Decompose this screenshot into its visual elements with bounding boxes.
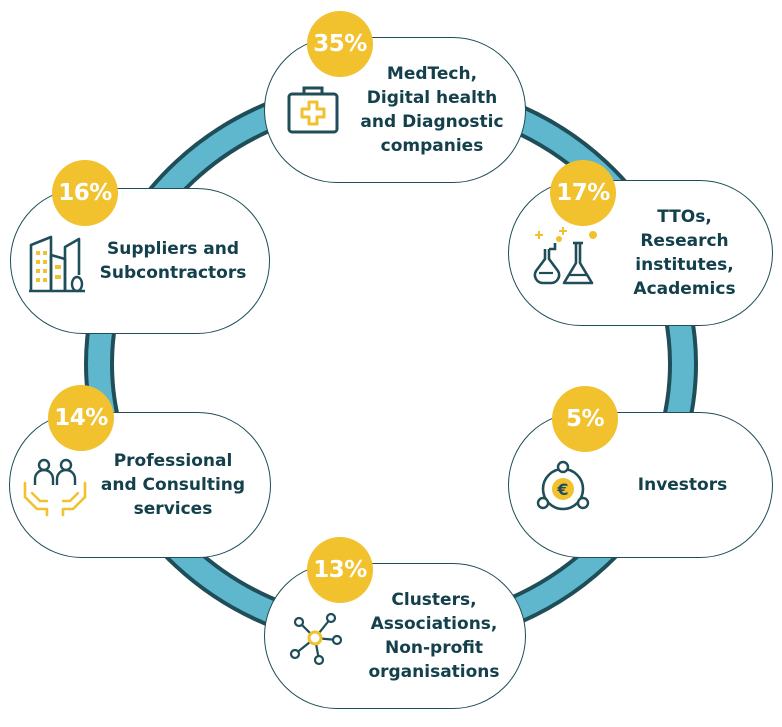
euro-network-icon: € <box>536 460 590 511</box>
people-hands-icon <box>23 458 87 517</box>
node-investors: € Investors <box>508 412 773 558</box>
percent-badge-professional: 14% <box>48 385 114 451</box>
node-label-investors: Investors <box>637 475 728 495</box>
node-label-medtech: MedTech, Digital health and Diagnostic c… <box>360 64 504 156</box>
percent-badge-ttos: 17% <box>550 160 616 226</box>
percent-badge-investors: 5% <box>552 386 618 452</box>
node-professional-services: Professional and Consulting services <box>9 412 271 558</box>
buildings-icon <box>29 235 85 293</box>
percent-badge-suppliers: 16% <box>52 160 118 226</box>
node-label-clusters: Clusters, Associations, Non-profit organ… <box>368 590 500 682</box>
percent-badge-clusters: 13% <box>307 537 373 603</box>
node-clusters: Clusters, Associations, Non-profit organ… <box>264 563 526 709</box>
lab-flasks-icon <box>533 227 597 285</box>
network-hub-icon <box>289 612 343 666</box>
node-label-suppliers: Suppliers and Subcontractors <box>99 239 247 283</box>
node-ttos-research: TTOs, Research institutes, Academics <box>508 180 773 326</box>
medical-kit-icon <box>287 86 339 134</box>
svg-text:€: € <box>556 480 568 499</box>
node-label-professional: Professional and Consulting services <box>100 451 246 519</box>
percent-badge-medtech: 35% <box>307 11 373 77</box>
node-label-ttos: TTOs, Research institutes, Academics <box>633 207 736 299</box>
node-suppliers: Suppliers and Subcontractors <box>10 188 270 334</box>
node-medtech: MedTech, Digital health and Diagnostic c… <box>264 37 526 183</box>
